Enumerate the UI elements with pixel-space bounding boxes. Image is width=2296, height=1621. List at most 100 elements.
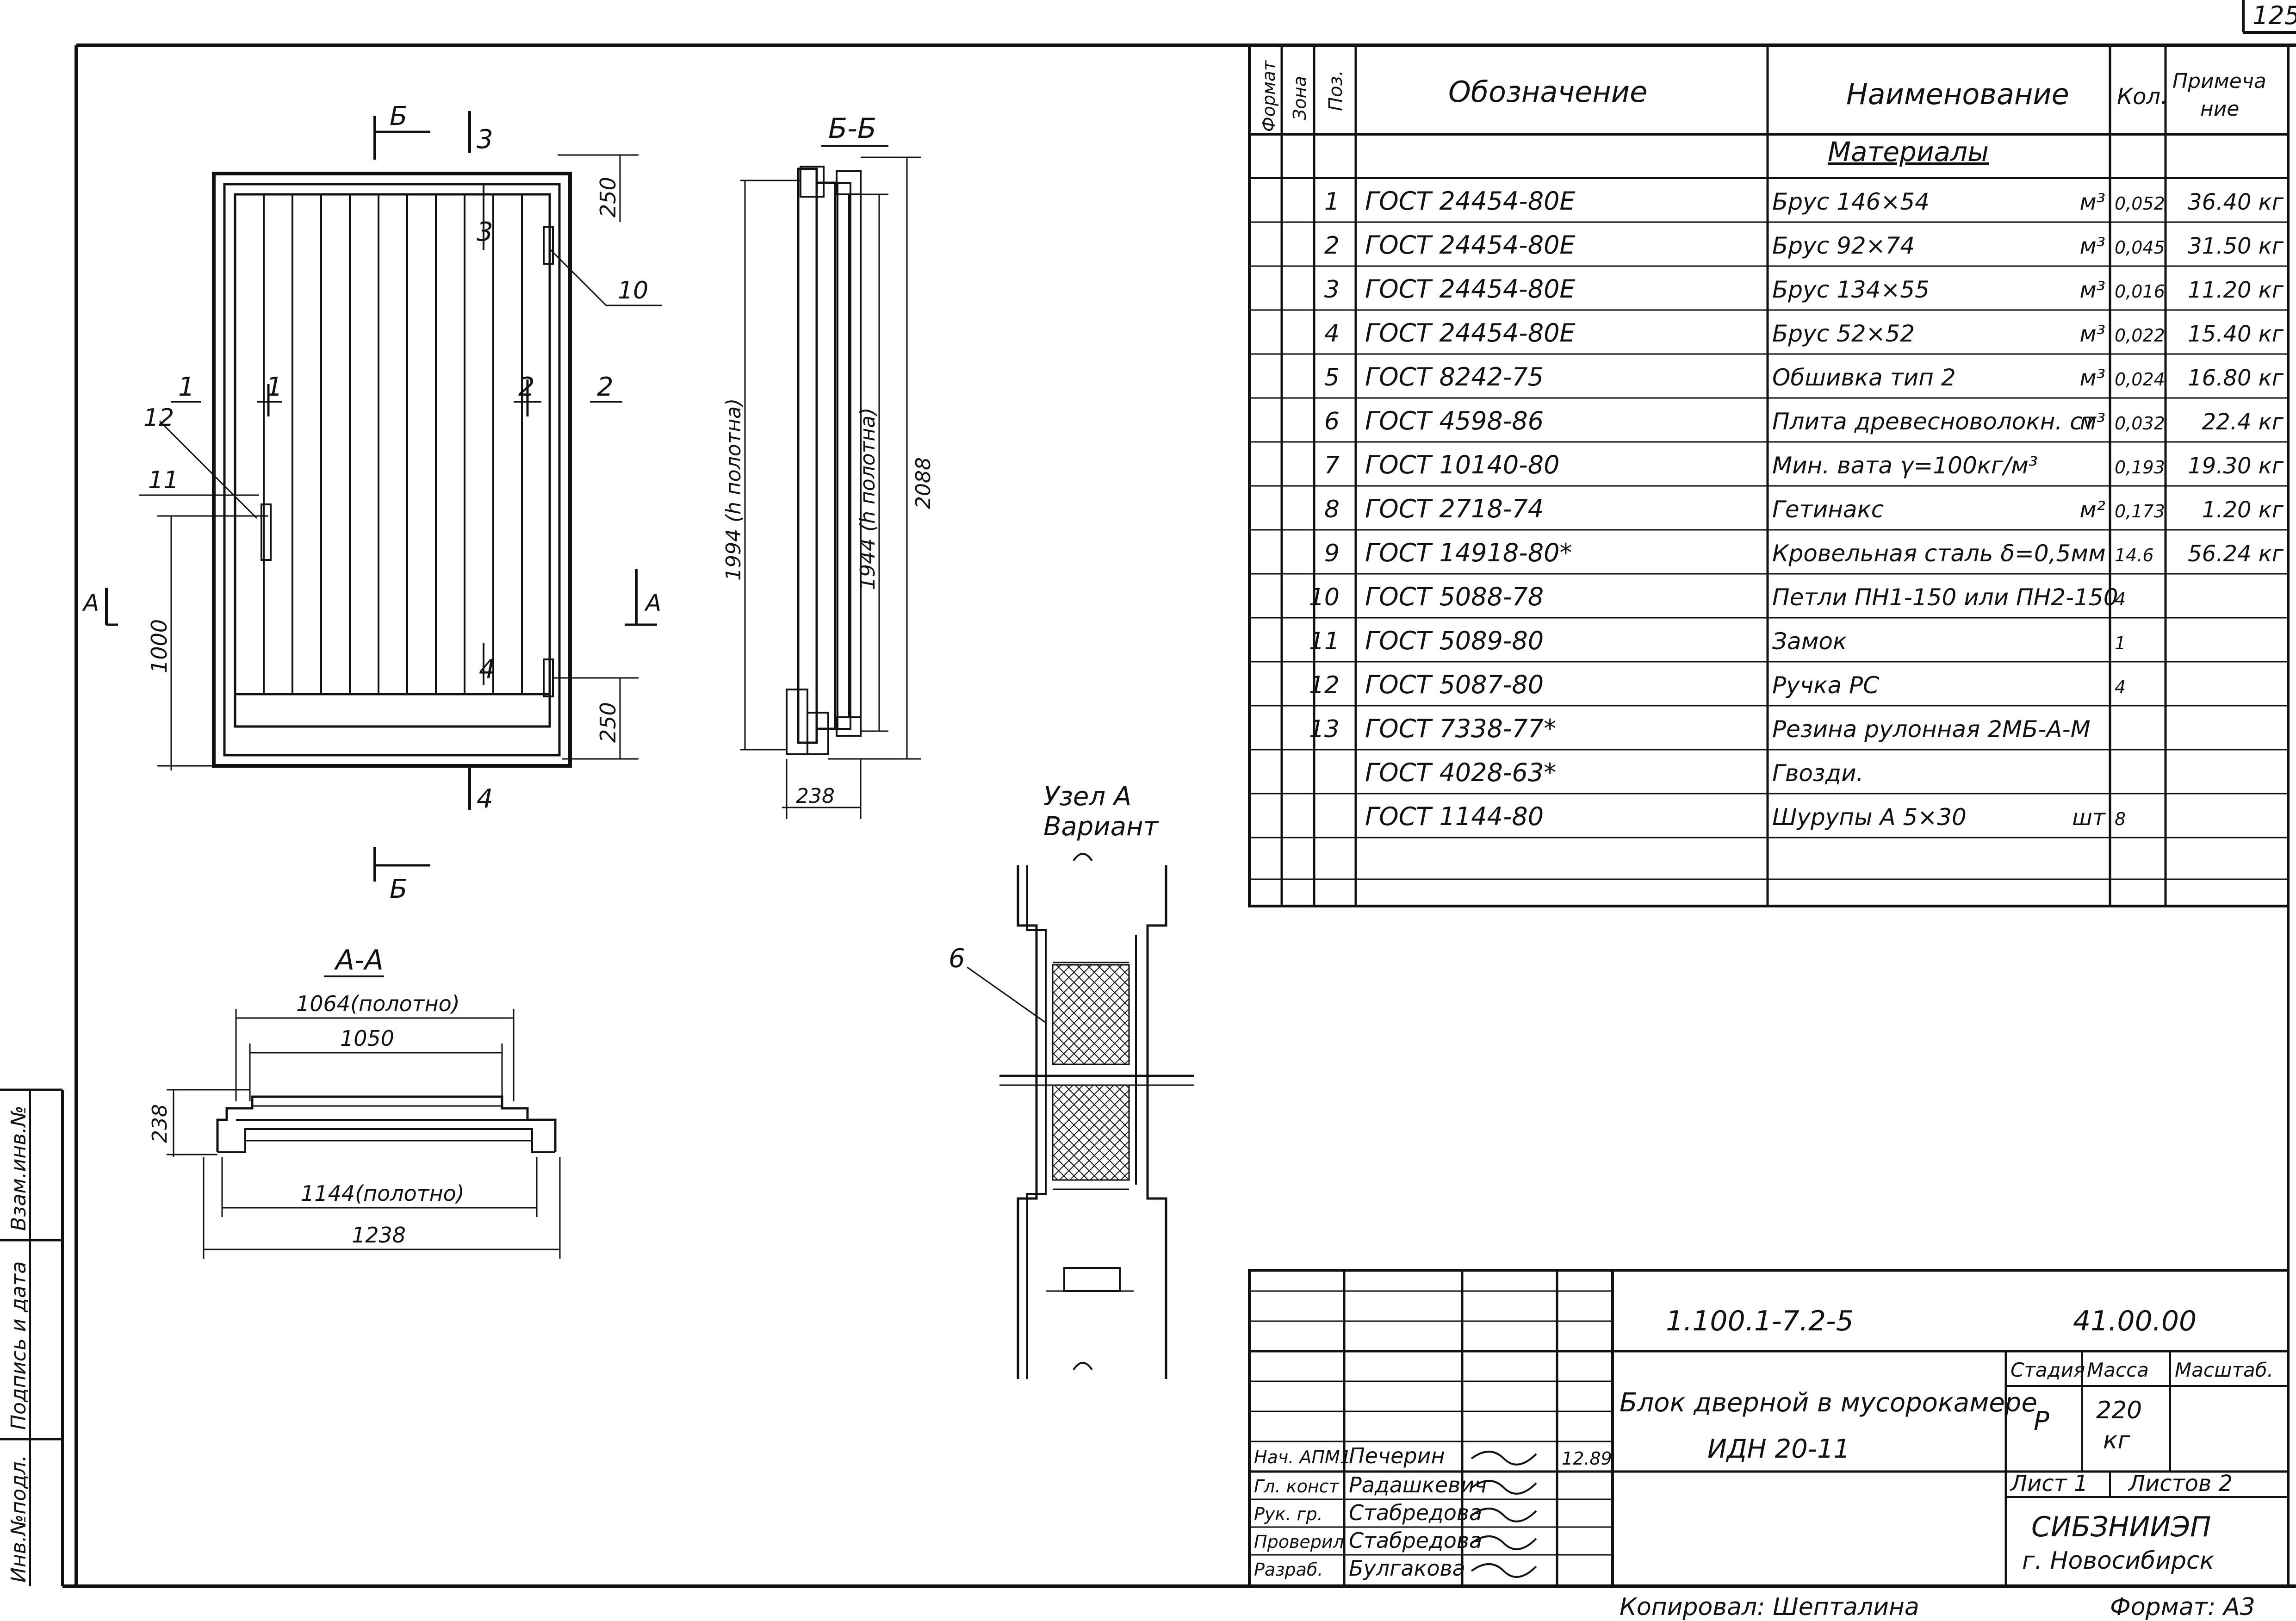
signer-name: Булгакова (1349, 1556, 1465, 1581)
row-designation: ГОСТ 10140-80 (1365, 450, 1559, 479)
row-name: Брус 52×52 (1772, 320, 1915, 347)
row-unit: м² (2080, 497, 2105, 523)
door-elevation (105, 111, 662, 882)
row-name: Ручка РС (1772, 672, 1879, 699)
doc-title-line2: ИДН 20-11 (1707, 1434, 1850, 1464)
spec-row: 13 ГОСТ 7338-77* Резина рулонная 2МБ-А-М (1309, 714, 2091, 743)
row-unit: м³ (2080, 233, 2105, 259)
row-designation: ГОСТ 2718-74 (1365, 494, 1544, 523)
row-qty: 0,052 (2115, 193, 2165, 214)
side-stamp (0, 1088, 64, 1586)
row-pos: 13 (1309, 715, 1340, 743)
header-name: Наименование (1846, 77, 2069, 111)
row-name: Мин. вата γ=100кг/м³ (1772, 452, 2038, 479)
row-name: Брус 92×74 (1772, 232, 1915, 259)
row-name: Плита древесноволокн. ст (1772, 408, 2097, 435)
signature-mark (1471, 1535, 1537, 1550)
signer-role: Рук. гр. (1254, 1504, 1323, 1524)
row-name: Гетинакс (1772, 496, 1884, 523)
cut-mark-1-left: 1 (178, 372, 195, 402)
signature-mark (1471, 1480, 1537, 1495)
spec-table-grid (1248, 44, 2290, 907)
row-note: 19.30 кг (2188, 453, 2284, 479)
signer-name: Радашкевич (1349, 1472, 1487, 1497)
row-pos: 8 (1324, 496, 1340, 523)
row-designation: ГОСТ 14918-80* (1365, 538, 1572, 567)
signer-role: Проверил (1254, 1532, 1344, 1552)
doc-code: 1.100.1-7.2-5 (1666, 1305, 1854, 1337)
copied-by: Копировал: Шепталина (1620, 1593, 1919, 1621)
dim-aa-1238: 1238 (352, 1223, 406, 1248)
row-designation: ГОСТ 24454-80Е (1365, 186, 1576, 216)
callout-11: 11 (148, 466, 179, 494)
sheathing-planks (263, 194, 523, 694)
scale-label: Масштаб. (2175, 1359, 2273, 1381)
row-pos: 10 (1309, 584, 1340, 611)
cut-mark-2-inner: 2 (518, 372, 535, 402)
row-designation: ГОСТ 24454-80Е (1365, 274, 1576, 304)
stage-label: Стадия (2011, 1359, 2085, 1381)
row-name: Обшивка тип 2 (1772, 364, 1956, 391)
row-designation: ГОСТ 1144-80 (1365, 802, 1544, 831)
spec-section-title: Материалы (1828, 136, 1989, 168)
signer-name: Стабредова (1349, 1500, 1482, 1525)
row-qty: 0,045 (2115, 237, 2165, 258)
row-qty: 4 (2115, 677, 2126, 697)
row-name: Замок (1772, 628, 1847, 655)
dim-bb-1994: 1994 (h полотна) (722, 398, 745, 581)
row-note: 15.40 кг (2188, 321, 2284, 347)
signer-role: Гл. конст (1254, 1476, 1340, 1497)
mass-value: 220 (2096, 1397, 2142, 1424)
row-qty: 4 (2115, 589, 2126, 609)
approval-date: 12.89 (1562, 1448, 1612, 1469)
row-note: 56.24 кг (2188, 541, 2284, 567)
row-name: Шурупы А 5×30 (1772, 804, 1967, 831)
cut-mark-2-right: 2 (597, 372, 614, 402)
signature-mark (1471, 1508, 1537, 1522)
signer-name: Печерин (1349, 1443, 1445, 1468)
dim-aa-1050: 1050 (340, 1026, 394, 1051)
header-designation: Обозначение (1448, 75, 1647, 109)
node-a-subtitle: Вариант (1043, 812, 1159, 842)
node-a-title: Узел А (1043, 782, 1131, 812)
cut-mark-1-inner: 1 (266, 372, 283, 402)
stamp-sign-date: Подпись и дата (7, 1261, 31, 1430)
row-name: Брус 146×54 (1772, 188, 1930, 215)
row-name: Резина рулонная 2МБ-А-М (1772, 716, 2091, 743)
row-qty: 0,024 (2115, 369, 2165, 390)
row-qty: 8 (2115, 809, 2126, 829)
row-designation: ГОСТ 4598-86 (1365, 406, 1544, 435)
sheet-format: Формат: А3 (2110, 1593, 2255, 1621)
sheets-total: Листов 2 (2128, 1471, 2233, 1497)
dim-height-1000: 1000 (147, 619, 172, 673)
section-aa-title: А-А (334, 944, 384, 976)
signature-mark (1471, 1451, 1537, 1466)
cut-mark-4-bottom: 4 (477, 784, 493, 814)
dim-bottom-250: 250 (596, 702, 621, 743)
org-name: СИБЗНИИЭП (2031, 1511, 2211, 1543)
dim-bb-2088: 2088 (912, 457, 935, 509)
stamp-inv-replace: Взам.инв.№ (7, 1106, 31, 1231)
row-designation: ГОСТ 7338-77* (1365, 714, 1556, 743)
row-unit: м³ (2080, 189, 2105, 215)
header-note: Примеча (2172, 69, 2266, 93)
row-pos: 1 (1324, 188, 1340, 216)
stage-value: Р (2034, 1406, 2049, 1436)
spec-row: ГОСТ 4028-63*Гвозди. (1365, 758, 1863, 787)
row-designation: ГОСТ 24454-80Е (1365, 230, 1576, 260)
row-unit: м³ (2080, 277, 2105, 303)
cut-mark-b-top: Б (390, 101, 407, 131)
row-note: 16.80 кг (2188, 365, 2284, 391)
signer-role: Нач. АПМ1 (1254, 1447, 1351, 1467)
row-unit: м³ (2080, 409, 2105, 435)
row-designation: ГОСТ 5088-78 (1365, 582, 1544, 611)
